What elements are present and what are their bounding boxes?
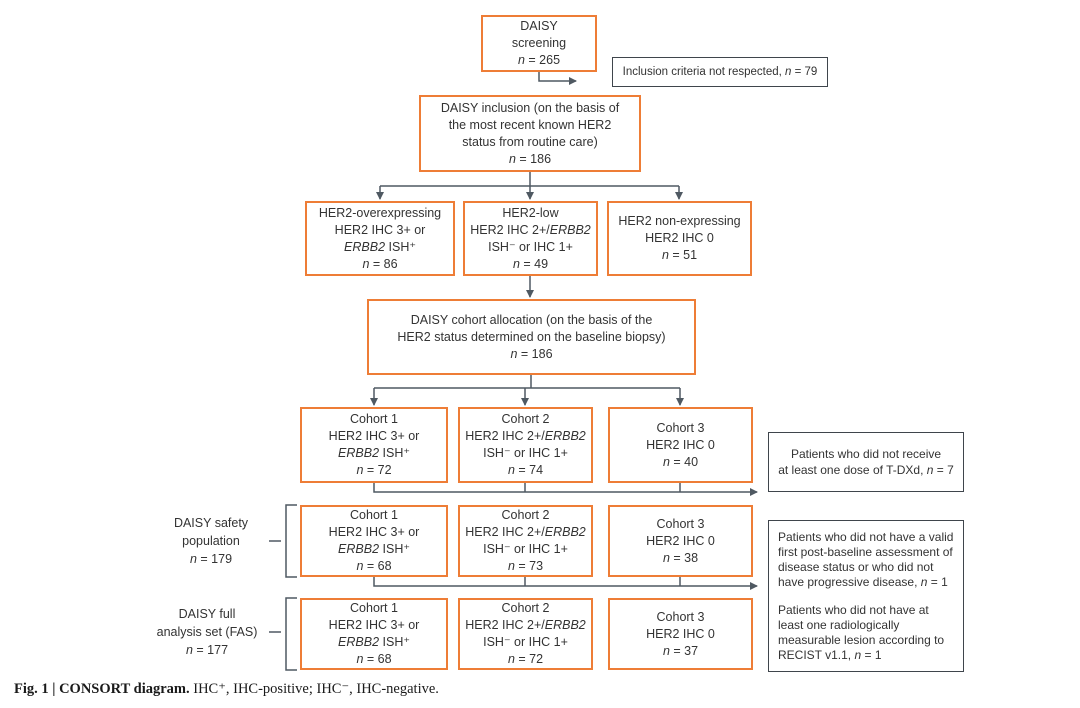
box-inclusion-criteria-excluded: Inclusion criteria not respected, n = 79	[612, 57, 828, 87]
caption-title: Fig. 1 | CONSORT diagram.	[14, 681, 190, 697]
box-fas-exclusions: Patients who did not have a valid first …	[768, 520, 964, 672]
box-cohort-allocation: DAISY cohort allocation (on the basis of…	[367, 299, 696, 375]
caption-text: IHC⁺, IHC-positive; IHC⁻, IHC-negative.	[189, 681, 439, 697]
arrow-to-tdxd-exclusion	[373, 483, 758, 496]
bracket-fas	[285, 597, 297, 671]
bracket-safety	[285, 504, 297, 578]
arrow-screening-to-excluded	[538, 72, 577, 85]
figure-caption: Fig. 1 | CONSORT diagram. IHC⁺, IHC-posi…	[14, 681, 1034, 698]
arrow-to-fas-exclusions	[373, 577, 758, 590]
